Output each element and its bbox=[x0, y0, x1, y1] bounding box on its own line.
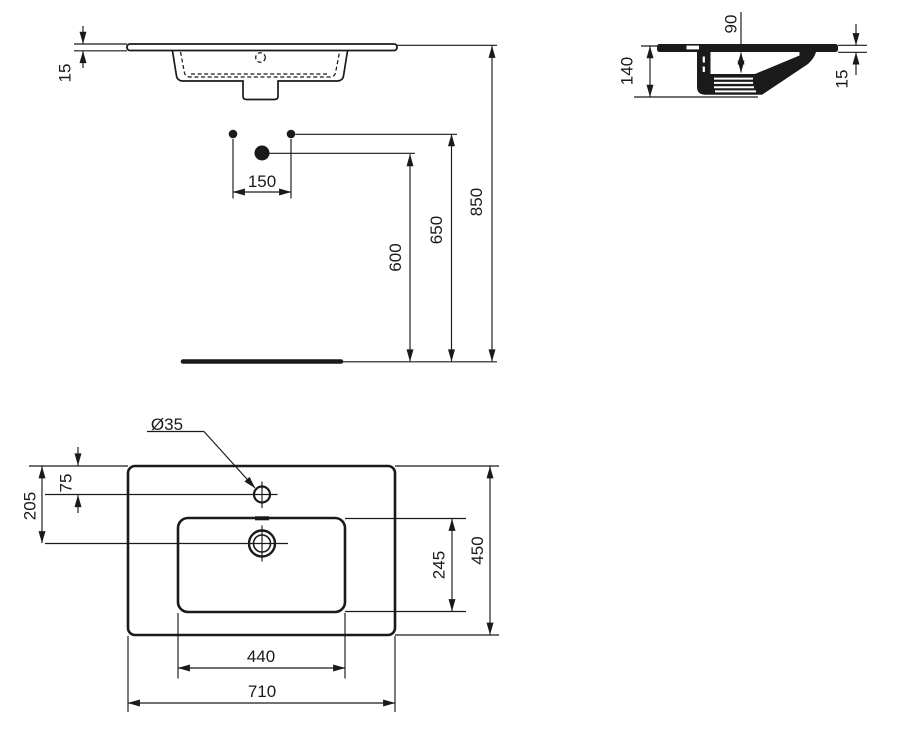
dim-label-holes-spacing: 150 bbox=[248, 172, 276, 191]
dim-label-bowl-depth: 90 bbox=[722, 15, 741, 34]
basin-hidden-inner-outline bbox=[179, 51, 341, 78]
dim-label-rim-thickness: 15 bbox=[56, 64, 75, 83]
plan-view: Ø35 75 205 245 450 440 710 bbox=[21, 415, 499, 712]
dim-label-faucet-diameter: Ø35 bbox=[151, 415, 183, 434]
dim-label-drain-height: 600 bbox=[386, 243, 405, 271]
dim-label-bowl-depth-plan: 245 bbox=[430, 551, 449, 579]
dim-label-holes-height: 650 bbox=[427, 216, 446, 244]
leader-line bbox=[203, 431, 256, 489]
front-view: 15 150 600 650 850 bbox=[56, 26, 497, 364]
dim-label-rim-thickness-side: 15 bbox=[833, 70, 852, 89]
side-view: 140 90 15 bbox=[618, 12, 867, 98]
dim-label-rim-height: 850 bbox=[467, 188, 486, 216]
rim-notch bbox=[686, 45, 699, 50]
overflow-hole-hidden bbox=[255, 52, 266, 63]
basin-body-outline bbox=[171, 50, 349, 101]
dim-label-drain-offset: 205 bbox=[21, 492, 40, 520]
dim-label-bowl-width: 440 bbox=[247, 647, 275, 666]
dim-label-overall-width: 710 bbox=[248, 682, 276, 701]
fixing-hole-right bbox=[286, 129, 296, 139]
dim-label-body-height: 140 bbox=[618, 57, 637, 85]
dim-label-faucet-offset: 75 bbox=[57, 474, 76, 493]
worktop-rim-section bbox=[657, 44, 838, 52]
drain-point bbox=[254, 145, 270, 161]
dim-label-overall-depth: 450 bbox=[468, 536, 487, 564]
fixing-hole-left bbox=[228, 129, 238, 139]
basin-section-interior bbox=[710, 52, 800, 74]
worktop-rim-outline bbox=[126, 43, 398, 52]
